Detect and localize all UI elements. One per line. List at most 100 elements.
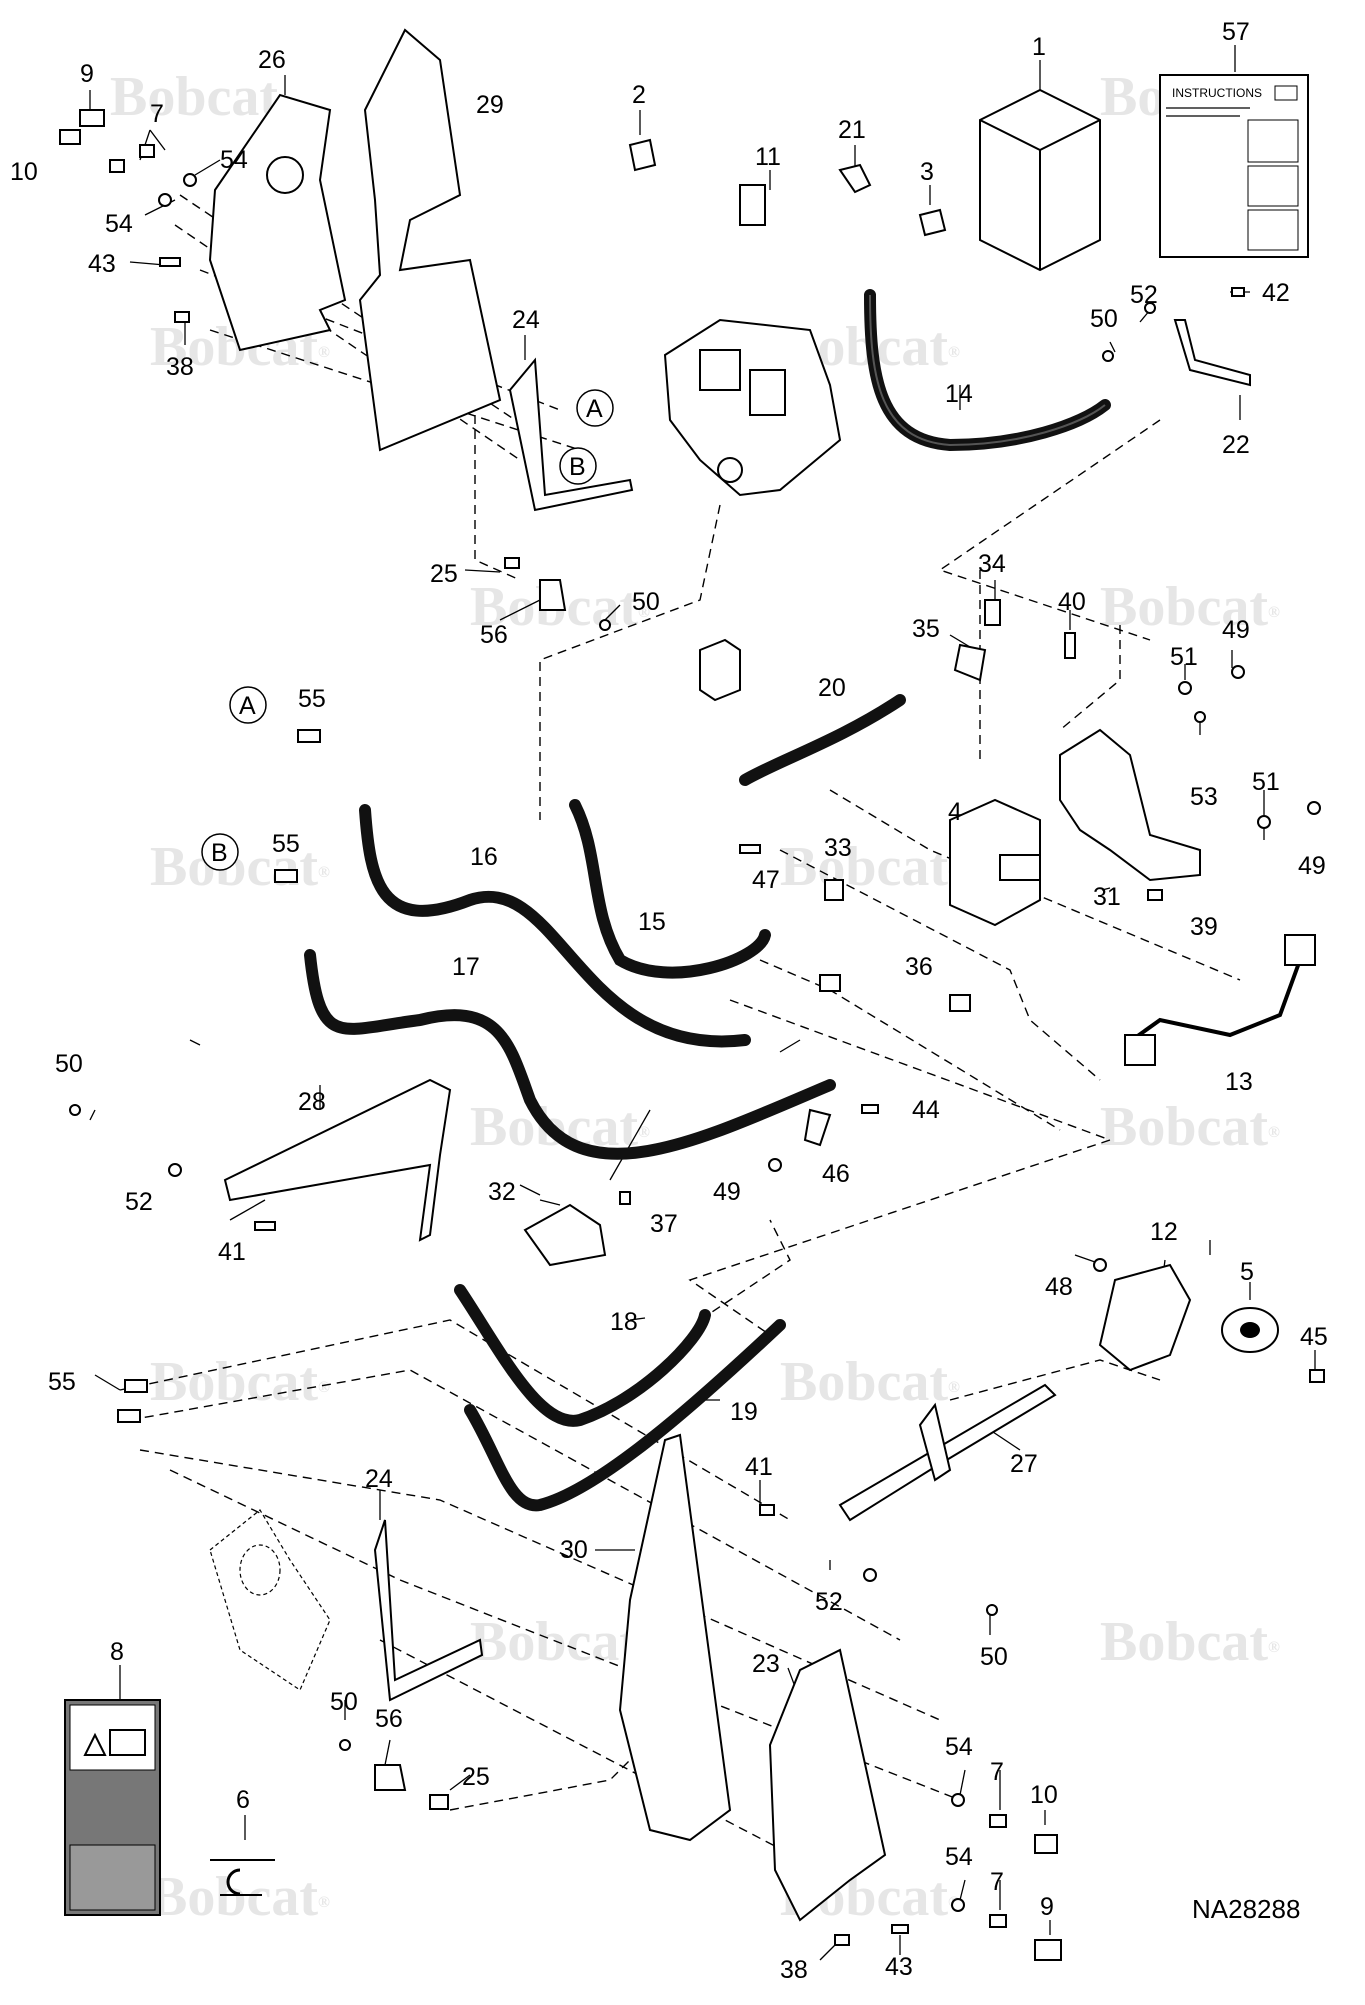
nut-50 <box>599 619 611 631</box>
ref-a-label: A <box>586 395 603 423</box>
callout-55: 55 <box>298 685 326 713</box>
callout-3: 3 <box>920 158 934 186</box>
callout-38: 38 <box>166 353 194 381</box>
callout-33: 33 <box>824 834 852 862</box>
clamp-46 <box>803 1108 832 1147</box>
watermark-text: Bobcat® <box>110 66 290 128</box>
part-plate-29 <box>358 28 502 452</box>
fitting-10 <box>59 129 81 145</box>
part-mount-plate <box>209 1509 331 1691</box>
callout-32: 32 <box>488 1178 516 1206</box>
hose-17 <box>304 949 836 1160</box>
callout-47: 47 <box>752 866 780 894</box>
callout-18: 18 <box>610 1308 638 1336</box>
callout-52: 52 <box>125 1188 153 1216</box>
part-solenoid-block <box>699 638 741 702</box>
part-bracket-31 <box>1059 728 1201 882</box>
fitting-9 <box>1034 1939 1062 1961</box>
callout-50: 50 <box>1090 305 1118 333</box>
callout-56: 56 <box>375 1705 403 1733</box>
callout-49: 49 <box>1298 852 1326 880</box>
callout-9: 9 <box>1040 1893 1054 1921</box>
ref-b-label: B <box>211 839 228 867</box>
drawing-code: NA28288 <box>1192 1894 1300 1924</box>
part-instructions-manual: INSTRUCTIONS <box>1159 74 1309 258</box>
callout-12: 12 <box>1150 1218 1178 1246</box>
part-bracket-28 <box>223 1078 452 1242</box>
watermark-registered-mark: ® <box>1268 1124 1280 1141</box>
washer-52 <box>863 1568 877 1582</box>
part-plate-26 <box>208 93 347 352</box>
part-switch-12 <box>1098 1263 1192 1372</box>
watermark-registered-mark: ® <box>638 1124 650 1141</box>
watermark-registered-mark: ® <box>948 344 960 361</box>
nut-50 <box>986 1604 998 1616</box>
bolt-43 <box>159 257 181 267</box>
washer-51 <box>1257 815 1271 829</box>
callout-13: 13 <box>1225 1068 1253 1096</box>
watermark-registered-mark: ® <box>1268 604 1280 621</box>
part-valve-block <box>663 318 842 497</box>
callout-29: 29 <box>476 91 504 119</box>
fitting-36 <box>949 994 971 1012</box>
callout-41: 41 <box>218 1238 246 1266</box>
callout-48: 48 <box>1045 1273 1073 1301</box>
nut-50 <box>1102 350 1114 362</box>
fitting-11 <box>739 184 766 226</box>
watermark-registered-mark: ® <box>318 344 330 361</box>
part-bracket-32 <box>523 1203 607 1267</box>
fitting-55 <box>274 869 298 883</box>
part-bracket-24-bottom <box>373 1519 484 1702</box>
callout-26: 26 <box>258 46 286 74</box>
callout-44: 44 <box>912 1096 940 1124</box>
fitting-9 <box>79 109 105 127</box>
callout-36: 36 <box>905 953 933 981</box>
watermark-registered-mark: ® <box>318 1379 330 1396</box>
callout-50: 50 <box>980 1643 1008 1671</box>
hose-20 <box>739 694 906 786</box>
part-harness-13 <box>1123 934 1316 1066</box>
nut-50 <box>339 1739 351 1751</box>
callout-54: 54 <box>105 210 133 238</box>
fitting-7 <box>109 159 125 173</box>
part-warning-label <box>210 1859 275 1896</box>
callout-8: 8 <box>110 1638 124 1666</box>
callout-46: 46 <box>822 1160 850 1188</box>
fitting-7 <box>139 144 155 158</box>
callout-23: 23 <box>752 1650 780 1678</box>
callout-34: 34 <box>978 550 1006 578</box>
clip-56 <box>374 1764 407 1791</box>
fitting-55 <box>124 1379 148 1393</box>
callout-55: 55 <box>272 830 300 858</box>
callout-2: 2 <box>632 81 646 109</box>
callout-21: 21 <box>838 116 866 144</box>
nut-54 <box>183 173 197 187</box>
part-kit-box <box>979 88 1101 272</box>
callout-25: 25 <box>462 1763 490 1791</box>
callout-17: 17 <box>452 953 480 981</box>
callout-16: 16 <box>470 843 498 871</box>
callout-27: 27 <box>1010 1450 1038 1478</box>
bolt-40 <box>1064 632 1076 659</box>
clamp-2 <box>628 138 657 172</box>
callout-9: 9 <box>80 60 94 88</box>
part-plate-30 <box>618 1433 732 1842</box>
bolt-42 <box>1231 287 1245 297</box>
callout-56: 56 <box>480 621 508 649</box>
callout-22: 22 <box>1222 431 1250 459</box>
callout-1: 1 <box>1032 33 1046 61</box>
callout-37: 37 <box>650 1210 678 1238</box>
callout-51: 51 <box>1252 768 1280 796</box>
reference-markers: A B A B <box>201 389 614 871</box>
washer-51 <box>1178 681 1192 695</box>
callout-6: 6 <box>236 1786 250 1814</box>
clamp-3 <box>918 208 947 237</box>
bolt-44 <box>861 1104 879 1114</box>
watermark-text: Bobcat® <box>1100 576 1280 638</box>
callout-39: 39 <box>1190 913 1218 941</box>
callout-45: 45 <box>1300 1323 1328 1351</box>
callout-4: 4 <box>948 798 962 826</box>
callout-20: 20 <box>818 674 846 702</box>
callout-49: 49 <box>713 1178 741 1206</box>
bolt-38 <box>834 1934 850 1946</box>
